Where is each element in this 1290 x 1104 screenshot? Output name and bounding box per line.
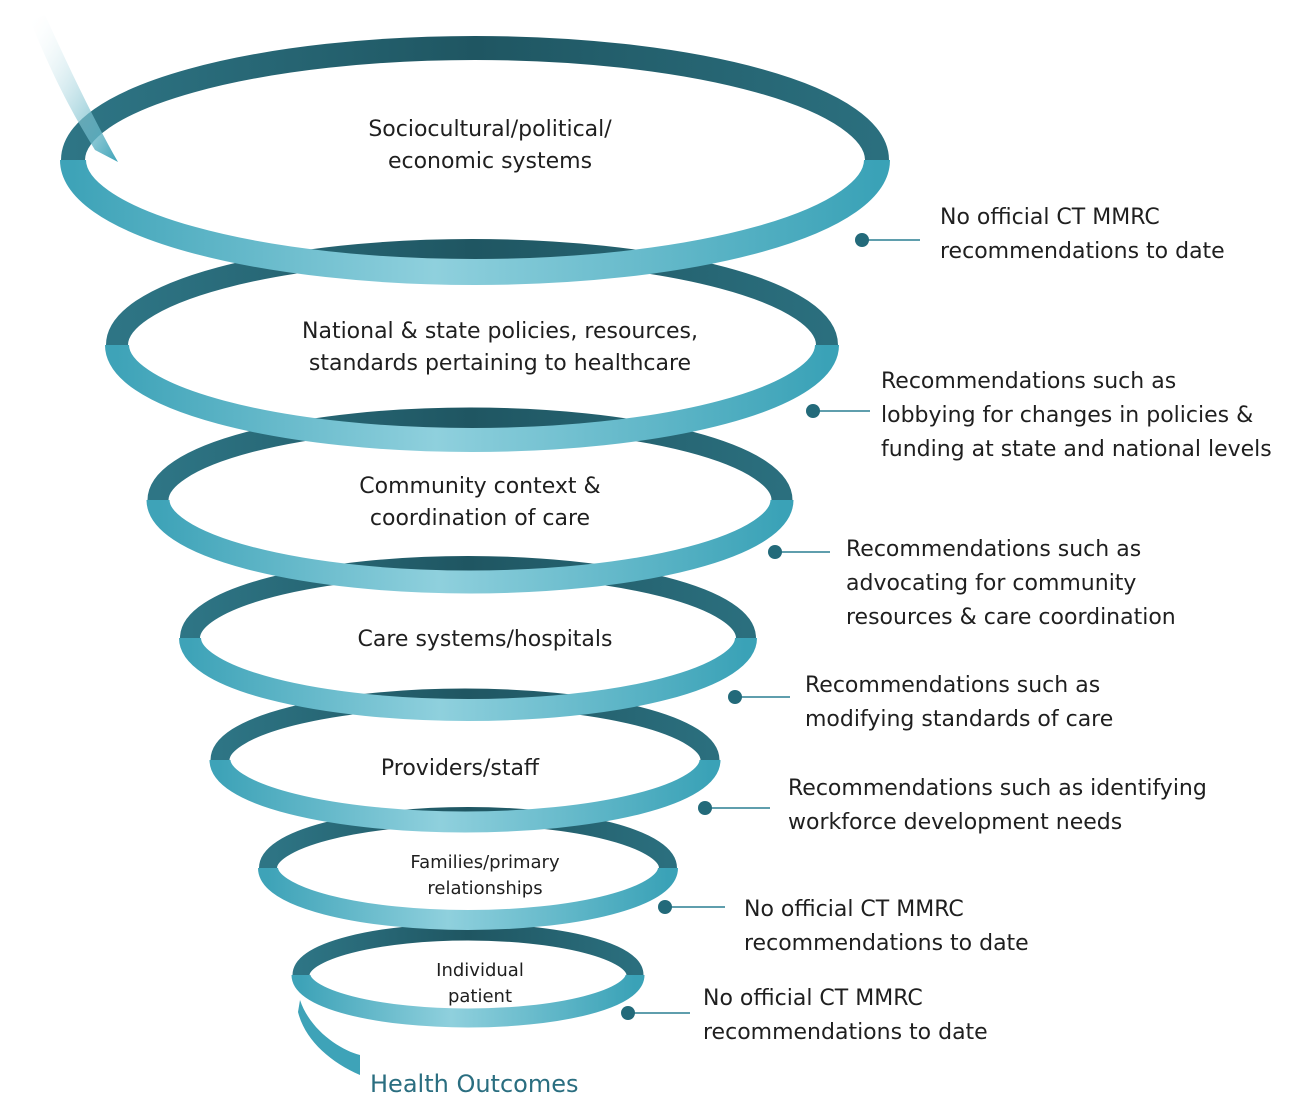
connector-dot: [768, 545, 782, 559]
level-label-individual-patient: Individual patient: [436, 960, 524, 1007]
ribbon-loop-back: [147, 407, 793, 501]
ribbon-bottom-tail: [298, 1000, 360, 1075]
health-outcomes-label: Health Outcomes: [370, 1070, 579, 1098]
ribbon-loop-front: [105, 344, 839, 452]
level-label-national-state-policies: National & state policies, resources, st…: [302, 319, 698, 376]
connector-dot: [806, 404, 820, 418]
ribbon-top-tail: [30, 15, 118, 162]
recommendation-care-systems: Recommendations such as modifying standa…: [805, 673, 1114, 732]
ribbon-front-loops: [60, 159, 890, 1028]
ribbon-loop-back: [292, 923, 644, 976]
ribbon-loop-back: [106, 239, 838, 346]
recommendation-national-state: Recommendations such as lobbying for cha…: [881, 369, 1272, 462]
level-label-families: Families/primary relationships: [410, 852, 560, 899]
recommendation-individual: No official CT MMRC recommendations to d…: [703, 986, 988, 1045]
connector-dot: [855, 233, 869, 247]
level-label-sociocultural: Sociocultural/political/ economic system…: [368, 117, 612, 174]
connector-dot: [658, 900, 672, 914]
recommendation-families: No official CT MMRC recommendations to d…: [744, 897, 1029, 956]
ribbon-loop-front: [60, 159, 890, 285]
ribbon-loop-front: [209, 759, 721, 833]
ribbon-loop-front: [179, 637, 757, 721]
connector-dot: [728, 690, 742, 704]
ribbon-loop-front: [258, 866, 678, 930]
level-label-care-systems: Care systems/hospitals: [357, 627, 613, 652]
level-label-community-context: Community context & coordination of care: [359, 474, 601, 531]
ribbon-loop-front: [291, 973, 645, 1028]
recommendation-community: Recommendations such as advocating for c…: [846, 537, 1176, 630]
ribbon-loop-front: [146, 499, 794, 594]
connector-dot: [621, 1006, 635, 1020]
connector-lines: [621, 233, 920, 1020]
ribbon-loop-back: [61, 36, 889, 161]
ribbon-loop-back: [180, 556, 756, 639]
ribbon-loop-back: [210, 688, 720, 761]
connector-dot: [698, 801, 712, 815]
recommendation-providers: Recommendations such as identifying work…: [788, 776, 1207, 835]
recommendation-sociocultural: No official CT MMRC recommendations to d…: [940, 205, 1225, 264]
level-label-providers-staff: Providers/staff: [380, 756, 540, 781]
